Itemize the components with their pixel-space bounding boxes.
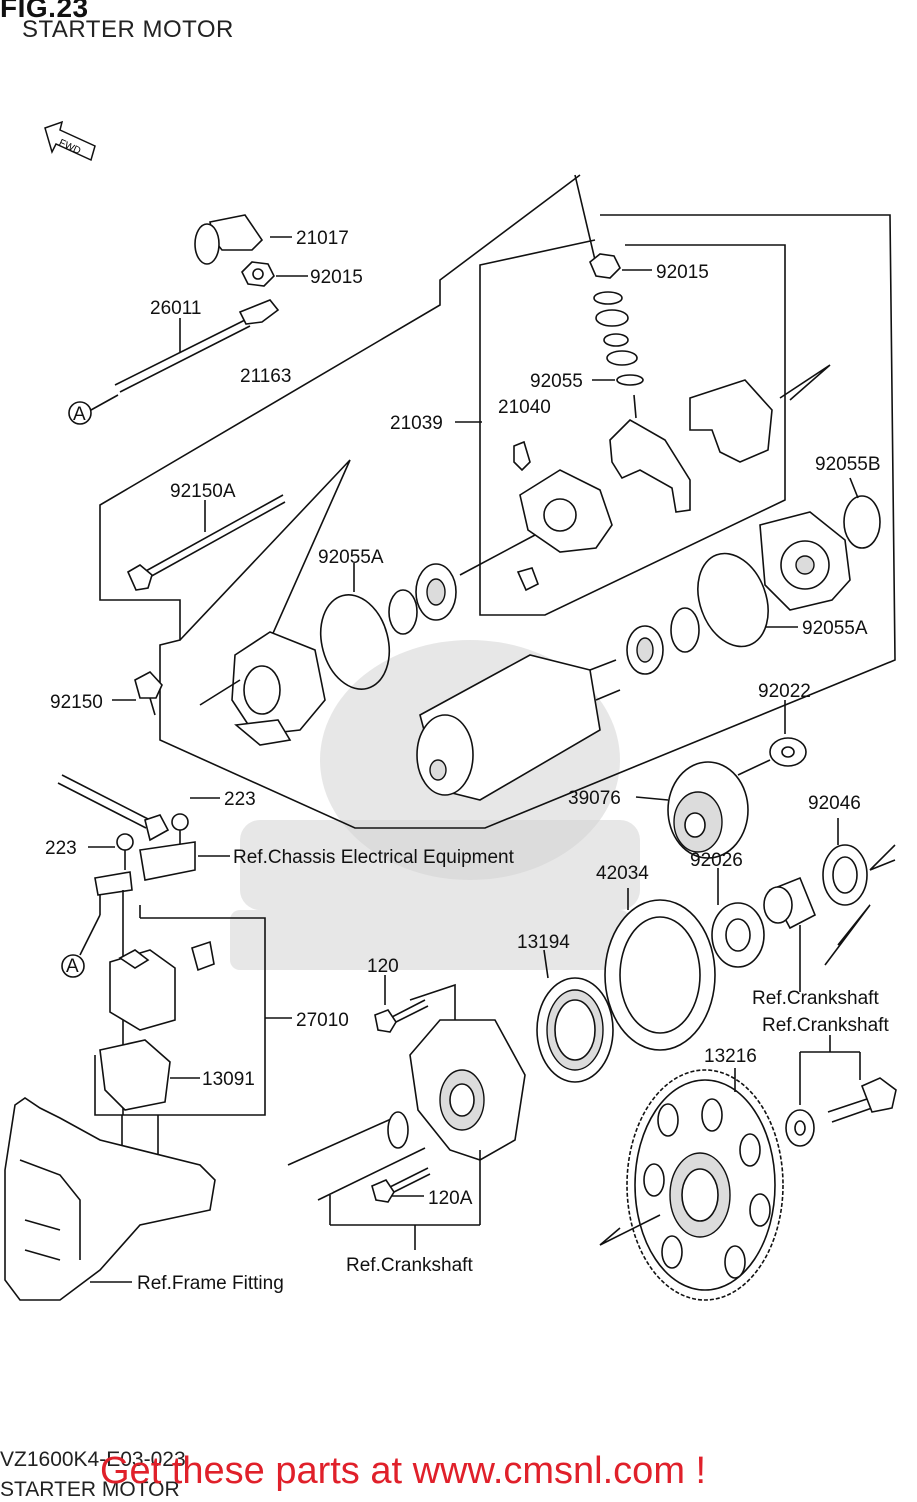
part-92022[interactable] [769, 700, 807, 767]
diagram-code: VZ1600K4-E03-023 [0, 1448, 186, 1471]
figure-number: FIG.23 [0, 0, 89, 23]
part-92150A[interactable] [126, 494, 286, 591]
label-92022: 92022 [758, 681, 811, 702]
part-92026[interactable] [711, 868, 765, 968]
crankshaft-bolt[interactable] [785, 1035, 897, 1147]
label-120A: 120A [428, 1188, 473, 1209]
rear-cover[interactable] [231, 631, 326, 746]
ref-chassis-electrical: Ref.Chassis Electrical Equipment [233, 847, 515, 868]
label-21017: 21017 [296, 228, 349, 249]
part-13091[interactable] [99, 1039, 200, 1111]
figure-subtitle: STARTER MOTOR [22, 16, 234, 43]
label-92015-right: 92015 [656, 262, 709, 283]
collar[interactable] [763, 876, 817, 930]
label-42034: 42034 [596, 863, 649, 884]
part-21040[interactable] [513, 440, 540, 592]
label-27010: 27010 [296, 1010, 349, 1031]
part-39076[interactable] [635, 761, 749, 859]
label-21040: 21040 [498, 397, 551, 418]
front-housing[interactable] [759, 511, 851, 611]
label-223-left: 223 [45, 838, 77, 859]
label-92150: 92150 [50, 692, 103, 713]
starter-end-cover[interactable] [689, 379, 773, 463]
part-92150[interactable] [112, 671, 163, 716]
part-21017[interactable] [194, 214, 292, 265]
part-92015-left[interactable] [241, 261, 308, 287]
label-13194: 13194 [517, 932, 570, 953]
part-92055A-left[interactable] [311, 563, 400, 697]
promo-link[interactable]: Get these parts at www.cmsnl.com ! [100, 1450, 707, 1492]
part-120[interactable] [374, 975, 429, 1033]
starter-hub[interactable] [409, 1019, 526, 1161]
part-92015-right[interactable] [589, 253, 652, 279]
label-21163: 21163 [240, 366, 291, 387]
terminal-bracket[interactable] [609, 394, 691, 513]
ref-frame-fitting: Ref.Frame Fitting [137, 1273, 284, 1294]
label-13091: 13091 [202, 1069, 255, 1090]
frame-fitting-bracket[interactable] [4, 1097, 216, 1301]
part-labels: 21017 92015 26011 21163 92015 92055 2104… [45, 228, 889, 1294]
washer-stack[interactable] [592, 291, 644, 386]
part-92046[interactable] [822, 818, 868, 906]
fuse[interactable] [191, 940, 215, 972]
callout-a-top: A [73, 404, 86, 425]
armature[interactable] [416, 654, 621, 801]
label-92055: 92055 [530, 371, 583, 392]
label-13216: 13216 [704, 1046, 757, 1067]
part-21039[interactable] [519, 469, 613, 553]
part-92055B[interactable] [843, 477, 881, 549]
wire-clamp[interactable] [139, 841, 196, 881]
label-92055A-left: 92055A [318, 547, 384, 568]
part-120A[interactable] [371, 1167, 431, 1203]
part-13216[interactable] [626, 1068, 784, 1301]
label-92046: 92046 [808, 793, 861, 814]
label-223-top: 223 [224, 789, 256, 810]
label-39076: 39076 [568, 788, 621, 809]
armature-bearing-right[interactable] [626, 607, 700, 675]
label-120: 120 [367, 956, 399, 977]
label-92015-left: 92015 [310, 267, 363, 288]
crankshaft-shaft[interactable] [287, 1111, 481, 1250]
label-21039: 21039 [390, 413, 443, 434]
callout-a-bottom: A [66, 956, 79, 977]
battery-cable[interactable] [57, 774, 170, 842]
label-26011: 26011 [150, 298, 201, 319]
part-223-left[interactable] [88, 833, 134, 870]
label-92150A: 92150A [170, 481, 236, 502]
forward-direction-arrow: FWD [44, 120, 96, 162]
label-92026: 92026 [690, 850, 743, 871]
part-223-top[interactable] [171, 797, 220, 850]
part-92055A-right[interactable] [686, 544, 798, 657]
label-92055B: 92055B [815, 454, 881, 475]
part-26011[interactable] [114, 299, 280, 393]
part-13194[interactable] [536, 949, 614, 1083]
ref-crankshaft-2: Ref.Crankshaft [762, 1015, 889, 1036]
footer-subtitle: STARTER MOTOR [0, 1478, 180, 1501]
part-42034[interactable] [604, 888, 716, 1051]
armature-bearing-left[interactable] [388, 534, 536, 635]
ref-crankshaft-3: Ref.Crankshaft [346, 1255, 473, 1276]
label-92055A-right: 92055A [802, 618, 868, 639]
ref-crankshaft-1: Ref.Crankshaft [752, 988, 879, 1009]
terminal-lead[interactable] [79, 871, 133, 956]
part-27010[interactable] [109, 949, 176, 1031]
